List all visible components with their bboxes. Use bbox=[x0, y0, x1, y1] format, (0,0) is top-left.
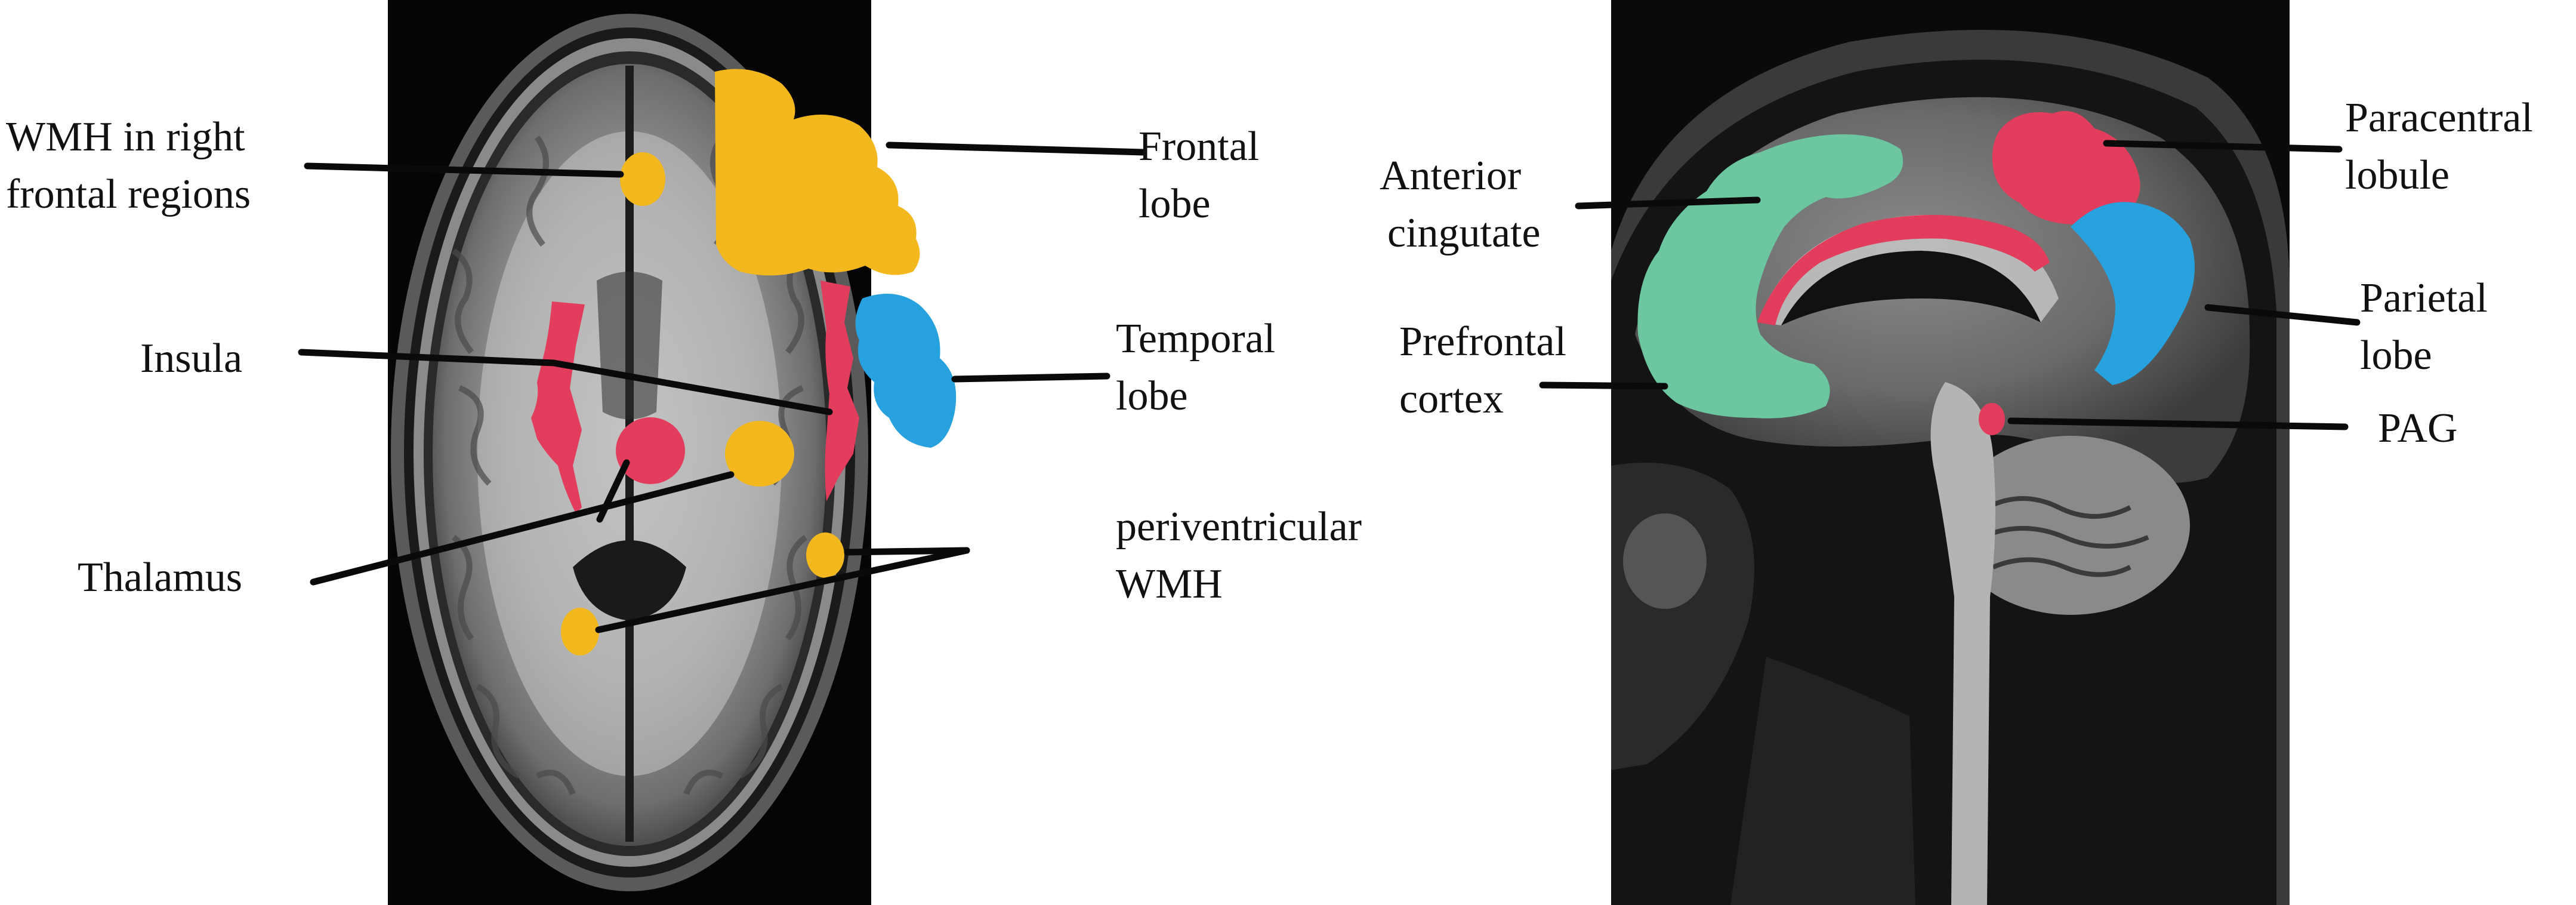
axial-ventricle-anterior bbox=[597, 272, 662, 420]
leader-anterior-cingulate bbox=[1575, 196, 1761, 210]
label-parietal-lobe: Parietal lobe bbox=[2360, 275, 2498, 378]
label-anterior-cingulate: Anterior cingutate bbox=[1380, 153, 1541, 256]
wmh-periventricular-lower bbox=[561, 608, 599, 655]
temporal-lobe-region bbox=[855, 294, 957, 448]
sagittal-cerebellum bbox=[1951, 436, 2190, 615]
leader-temporal-lobe bbox=[951, 373, 1110, 383]
leader-prefrontal-cortex bbox=[1539, 381, 1668, 390]
axial-regions bbox=[531, 69, 957, 655]
leader-periventricular-upper bbox=[844, 547, 970, 556]
label-thalamus: Thalamus bbox=[78, 555, 242, 601]
label-periventricular-wmh: periventricular WMH bbox=[1116, 504, 1372, 607]
label-pag: PAG bbox=[2378, 405, 2458, 451]
insula-right-region bbox=[531, 301, 585, 513]
wmh-periventricular-upper bbox=[806, 532, 844, 578]
wmh-thalamus-adjacent bbox=[725, 421, 794, 487]
axial-ventricle-posterior bbox=[573, 540, 686, 621]
sagittal-sinus bbox=[1623, 513, 1707, 609]
leader-insula-upper bbox=[298, 349, 557, 367]
label-temporal-lobe: Temporal lobe bbox=[1116, 316, 1286, 419]
leader-paracentral-lobule bbox=[2103, 140, 2343, 153]
label-insula: Insula bbox=[140, 335, 242, 381]
leader-periventricular-lower bbox=[595, 547, 970, 633]
sagittal-ventricle bbox=[1781, 251, 2041, 325]
thalamus-region bbox=[616, 417, 685, 484]
leader-thalamus bbox=[310, 471, 735, 586]
paracentral-lobule-region bbox=[1992, 110, 2140, 224]
wmh-right-frontal bbox=[620, 152, 665, 206]
leader-wmh-right-frontal bbox=[304, 162, 624, 178]
label-paracentral-lobule: Paracentral lobule bbox=[2345, 95, 2543, 198]
sagittal-mri-panel bbox=[1611, 0, 2290, 905]
leader-parietal-lobe bbox=[2204, 304, 2361, 326]
label-prefrontal-cortex: Prefrontal cortex bbox=[1399, 319, 1577, 422]
leader-insula-lower bbox=[550, 359, 833, 415]
leader-pag bbox=[2007, 417, 2349, 430]
sagittal-brainstem bbox=[1930, 382, 1995, 905]
sagittal-regions bbox=[1637, 110, 2195, 435]
axial-leader-lines bbox=[298, 141, 1146, 633]
frontal-lobe-region bbox=[715, 69, 920, 276]
sagittal-labels: Anterior cingutate Paracentral lobule Pr… bbox=[1380, 95, 2543, 451]
parietal-lobe-region bbox=[2071, 202, 2195, 385]
pag-region bbox=[1979, 403, 2005, 435]
label-frontal-lobe: Frontal lobe bbox=[1139, 124, 1270, 227]
leader-frontal-lobe bbox=[886, 141, 1146, 156]
prefrontal-cingulate-region bbox=[1637, 134, 1904, 418]
cingulate-band-region bbox=[1757, 215, 2050, 325]
insula-left-region bbox=[820, 281, 859, 501]
sagittal-cerebellum-folia bbox=[1980, 496, 2149, 577]
sagittal-neck-tissue bbox=[1730, 657, 1915, 905]
axial-labels: WMH in right frontal regions Frontal lob… bbox=[6, 114, 1372, 607]
sagittal-leader-lines bbox=[1539, 140, 2361, 430]
label-wmh-right-frontal: WMH in right frontal regions bbox=[6, 114, 255, 217]
